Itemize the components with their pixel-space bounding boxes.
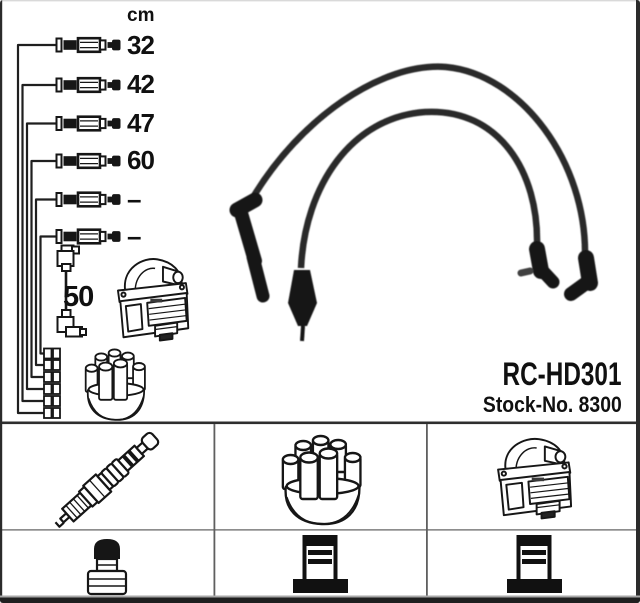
cable-length-value: 32 xyxy=(127,30,155,60)
cable-row-5 xyxy=(34,198,57,367)
ignition-coil-drawing xyxy=(116,258,190,342)
post-terminal-icon xyxy=(505,535,564,595)
cable-row-3 xyxy=(25,122,57,391)
ignition-cables-photo xyxy=(229,63,598,342)
legend-grid xyxy=(0,421,640,603)
cable-length-value: – xyxy=(127,221,142,251)
cable-row-2 xyxy=(21,83,57,403)
post-terminal-icon xyxy=(291,535,350,595)
unit-header: cm xyxy=(127,5,155,26)
spark-plug-icon xyxy=(54,431,160,528)
distributor-cap-icon xyxy=(281,434,362,526)
cable-row-4 xyxy=(30,159,57,379)
cable-row-6 xyxy=(39,235,57,355)
cable-length-value: 47 xyxy=(127,108,155,138)
length-diagram xyxy=(16,43,57,415)
ignition-coil-icon xyxy=(497,437,573,520)
distributor-cap-drawing xyxy=(84,348,146,421)
cable-row-1 xyxy=(16,43,57,415)
stock-number: Stock-No. 8300 xyxy=(483,392,622,417)
coil-lead-drawing xyxy=(56,244,87,338)
cable-length-value: 60 xyxy=(127,145,155,175)
plug-terminal-nut-icon xyxy=(86,539,128,596)
coil-cable-length: 50 xyxy=(63,281,94,313)
cable-length-value: 42 xyxy=(127,69,155,99)
model-number: RC-HD301 xyxy=(502,356,621,392)
cable-length-value: – xyxy=(127,184,142,214)
